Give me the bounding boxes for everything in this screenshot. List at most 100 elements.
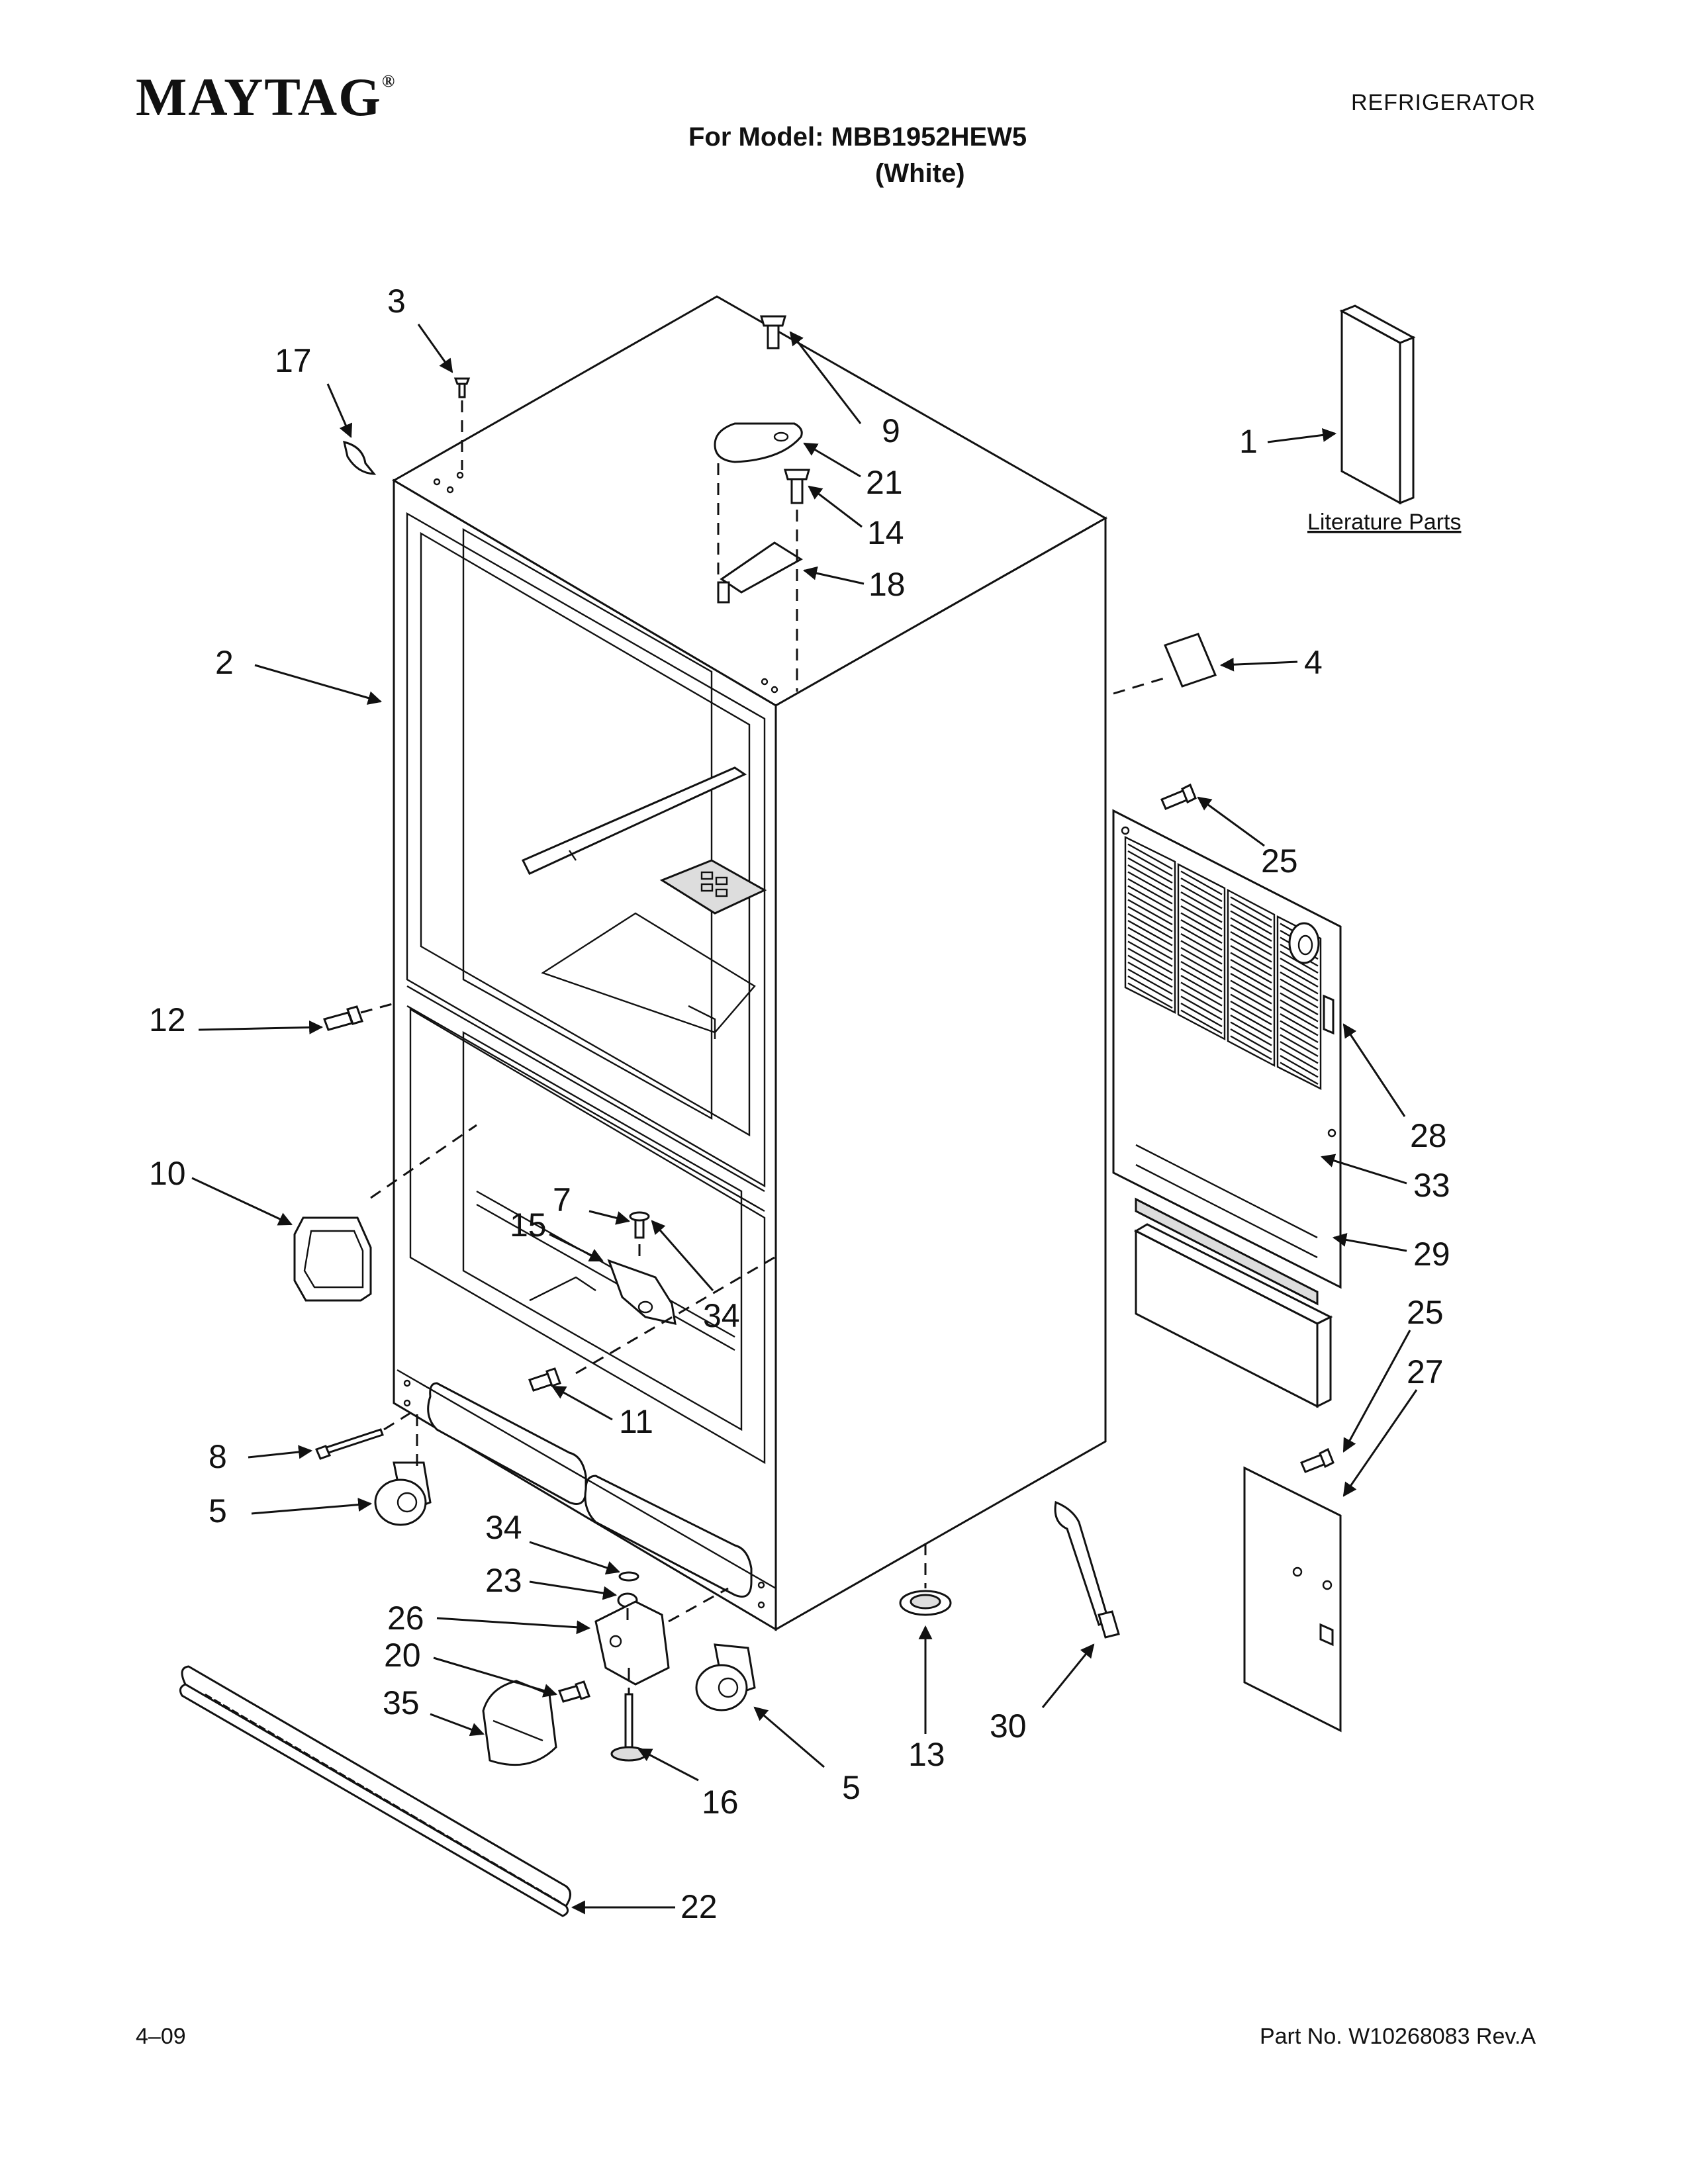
grille-slot xyxy=(544,1892,552,1898)
callout-34-lower: 34 xyxy=(485,1509,522,1546)
vent-slat xyxy=(1180,940,1223,965)
vent-slat xyxy=(1180,981,1223,1007)
grille-slot xyxy=(463,1845,472,1851)
vent-slat xyxy=(1230,896,1272,921)
callout-numbers: 3 17 9 21 14 18 1 2 4 25 12 28 10 33 7 1… xyxy=(149,283,1461,1925)
literature-parts-label: Literature Parts xyxy=(1307,510,1461,535)
seal-strip xyxy=(1135,1197,1319,1306)
control-buttons xyxy=(700,871,728,897)
callout-25-bottom: 25 xyxy=(1407,1294,1444,1331)
part-number: Part No. W10268083 Rev.A xyxy=(1259,2024,1536,2049)
grommet xyxy=(899,1543,952,1616)
callout-12: 12 xyxy=(149,1001,186,1038)
callout-16: 16 xyxy=(702,1784,739,1821)
vent-slat xyxy=(1180,995,1223,1021)
callout-33: 33 xyxy=(1413,1167,1450,1204)
callout-20: 20 xyxy=(384,1637,421,1674)
small-screw xyxy=(453,377,471,470)
bracket-screw xyxy=(558,1680,590,1703)
insulation-pad xyxy=(1133,1223,1333,1408)
callout-21: 21 xyxy=(866,464,903,501)
vent-slat xyxy=(1180,891,1223,917)
vent-slat xyxy=(1180,960,1223,986)
callout-30: 30 xyxy=(990,1707,1027,1745)
brand-name: MAYTAG xyxy=(136,67,382,127)
grille-slot xyxy=(499,1866,508,1872)
revision-date: 4–09 xyxy=(136,2024,186,2049)
callout-5-right: 5 xyxy=(842,1769,861,1806)
vent-slat xyxy=(1127,864,1173,891)
grille-slot xyxy=(330,1766,338,1772)
vent-slat xyxy=(1180,877,1223,903)
vent-slat xyxy=(1127,891,1173,919)
vent-slat xyxy=(1127,933,1173,960)
callout-22: 22 xyxy=(680,1888,718,1925)
grille-slot xyxy=(303,1751,311,1756)
grille-slot xyxy=(491,1860,498,1866)
vent-slat xyxy=(1127,975,1173,1002)
callout-8: 8 xyxy=(209,1438,227,1475)
vent-slat xyxy=(1230,986,1272,1012)
vent-slat xyxy=(1280,1040,1319,1064)
grille-slot xyxy=(276,1735,284,1741)
vent-slat xyxy=(1280,1054,1319,1078)
vent-slat xyxy=(1127,899,1173,926)
hinge-cover xyxy=(482,1680,557,1766)
vent-slat xyxy=(1180,1002,1223,1028)
panel-screw xyxy=(1160,783,1197,810)
grille-slot xyxy=(517,1876,526,1882)
callout-28: 28 xyxy=(1410,1117,1447,1154)
vent-slat xyxy=(1180,870,1223,895)
grille-slot xyxy=(312,1756,320,1762)
vent-slat xyxy=(1230,1021,1272,1046)
roller-right xyxy=(695,1643,756,1711)
vent-slat xyxy=(1127,919,1173,946)
vent-slat xyxy=(1127,885,1173,912)
callout-3: 3 xyxy=(387,283,406,320)
vent-slat xyxy=(1127,947,1173,974)
grille-slot xyxy=(249,1719,258,1725)
vent-slat xyxy=(1230,1014,1272,1040)
vent-slat xyxy=(1280,992,1319,1016)
model-number: For Model: MBB1952HEW5 xyxy=(688,122,1027,152)
vent-slat xyxy=(1127,940,1173,968)
roller-left xyxy=(374,1410,432,1526)
vent-slat xyxy=(1280,957,1319,981)
vent-slat xyxy=(1180,919,1223,944)
grille-slot xyxy=(428,1824,436,1830)
vent-slat xyxy=(1180,1009,1223,1034)
vent-slat xyxy=(1127,968,1173,995)
leveling-leg xyxy=(610,1668,647,1762)
vent-slat xyxy=(1127,961,1173,988)
vent-slat xyxy=(1127,927,1173,954)
callout-35: 35 xyxy=(383,1684,420,1721)
callout-15: 15 xyxy=(510,1206,547,1244)
base-grille xyxy=(179,1665,571,1917)
vent-slat xyxy=(1280,999,1319,1023)
vent-slat xyxy=(1280,1006,1319,1030)
vent-slat xyxy=(1230,1007,1272,1032)
vent-slat xyxy=(1230,917,1272,942)
leveling-bolt xyxy=(314,1412,411,1460)
callout-27: 27 xyxy=(1407,1353,1444,1390)
grille-slot xyxy=(365,1788,373,1794)
cabinet xyxy=(392,295,1108,1631)
vent-slat xyxy=(1280,1034,1319,1058)
grille-slot xyxy=(267,1730,275,1736)
grille-slot xyxy=(419,1819,427,1825)
vent-slat xyxy=(1230,966,1272,991)
vent-slat xyxy=(1127,878,1173,905)
vent-slat xyxy=(1180,954,1223,979)
vent-slat xyxy=(1230,944,1272,970)
bottom-hinge-screw xyxy=(528,1367,561,1392)
callout-10: 10 xyxy=(149,1155,186,1192)
grille-slot xyxy=(294,1745,302,1752)
grille-slot xyxy=(320,1761,329,1767)
cover-screw xyxy=(1300,1447,1335,1473)
callout-9: 9 xyxy=(882,412,900,449)
drain-hose xyxy=(1054,1500,1120,1639)
vent-slat xyxy=(1180,946,1223,972)
grille-slot xyxy=(258,1725,266,1731)
vent-slat xyxy=(1230,958,1272,984)
